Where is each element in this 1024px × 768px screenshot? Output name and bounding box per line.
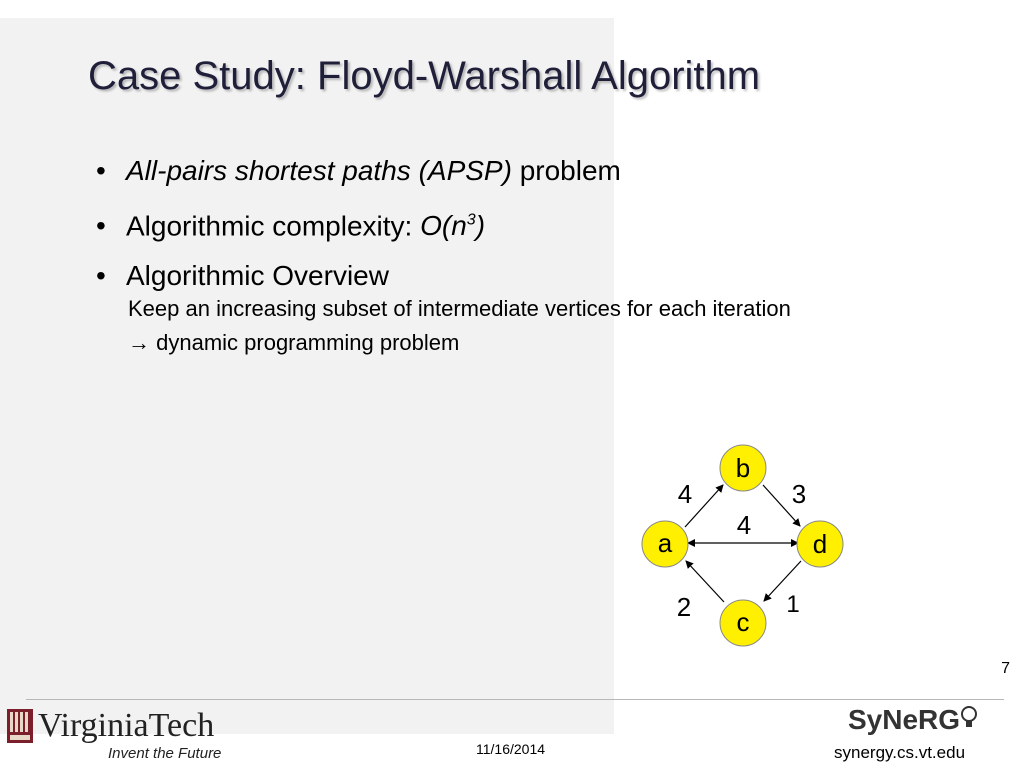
node-c [719, 599, 767, 647]
node-d [796, 520, 844, 568]
vt-brand: VirginiaTech [38, 707, 215, 744]
weight-d-c: 1 [786, 591, 799, 618]
slide-title: Case Study: Floyd-Warshall Algorithm [88, 54, 761, 98]
complexity-exponent: 3 [466, 212, 476, 229]
node-label-a: a [658, 528, 673, 558]
bullet-apsp: • All-pairs shortest paths (APSP) problem [96, 146, 621, 196]
bullet-marker: • [96, 260, 106, 292]
weight-a-d: 4 [737, 510, 751, 540]
page-number: 7 [1001, 660, 1010, 677]
apsp-rest: problem [511, 155, 621, 186]
edge-b-d [762, 484, 801, 527]
slide-date: 11/16/2014 [476, 741, 546, 757]
bullet-complexity: • Algorithmic complexity: O(n3) [96, 196, 621, 251]
overview-line-1: Keep an increasing subset of intermediat… [128, 296, 791, 321]
node-label-d: d [813, 529, 827, 559]
weight-c-a: 2 [677, 592, 691, 622]
node-a [641, 520, 689, 568]
complexity-label: Algorithmic complexity: [126, 210, 421, 242]
bullet-list: • All-pairs shortest paths (APSP) problem… [96, 146, 621, 301]
complexity-formula: O(n [420, 210, 467, 242]
complexity-close: ) [475, 210, 486, 242]
node-label-b: b [736, 453, 750, 483]
weight-a-b: 4 [678, 479, 692, 509]
bullet-marker: • [96, 155, 106, 186]
overview-detail: Keep an increasing subset of intermediat… [128, 292, 791, 360]
bullet-overview: • Algorithmic Overview [96, 251, 621, 301]
vt-tagline: Invent the Future [108, 745, 222, 762]
background-panel [0, 18, 614, 734]
weight-b-d: 3 [792, 479, 806, 509]
overview-line-2-text: dynamic programming problem [150, 330, 460, 355]
lightbulb-icon [961, 706, 978, 727]
edge-c-a [685, 560, 725, 603]
overview-label: Algorithmic Overview [126, 260, 389, 292]
synergy-logo: SyNeRG [848, 704, 978, 736]
apsp-term: All-pairs shortest paths (APSP) [126, 155, 512, 186]
synergy-logo-text: SyNeRG [848, 704, 961, 735]
node-b [719, 444, 767, 492]
overview-line-2: → dynamic programming problem [128, 326, 791, 360]
synergy-url: synergy.cs.vt.edu [834, 743, 966, 762]
footer-divider [26, 699, 1004, 700]
vt-seal-icon [7, 709, 33, 743]
bullet-marker: • [96, 210, 106, 242]
arrow-icon: → [128, 330, 150, 355]
graph-diagram: b a d c 4 3 4 2 1 [641, 444, 844, 647]
edge-d-c [763, 560, 802, 602]
node-label-c: c [737, 607, 750, 637]
edge-a-b [684, 484, 724, 528]
